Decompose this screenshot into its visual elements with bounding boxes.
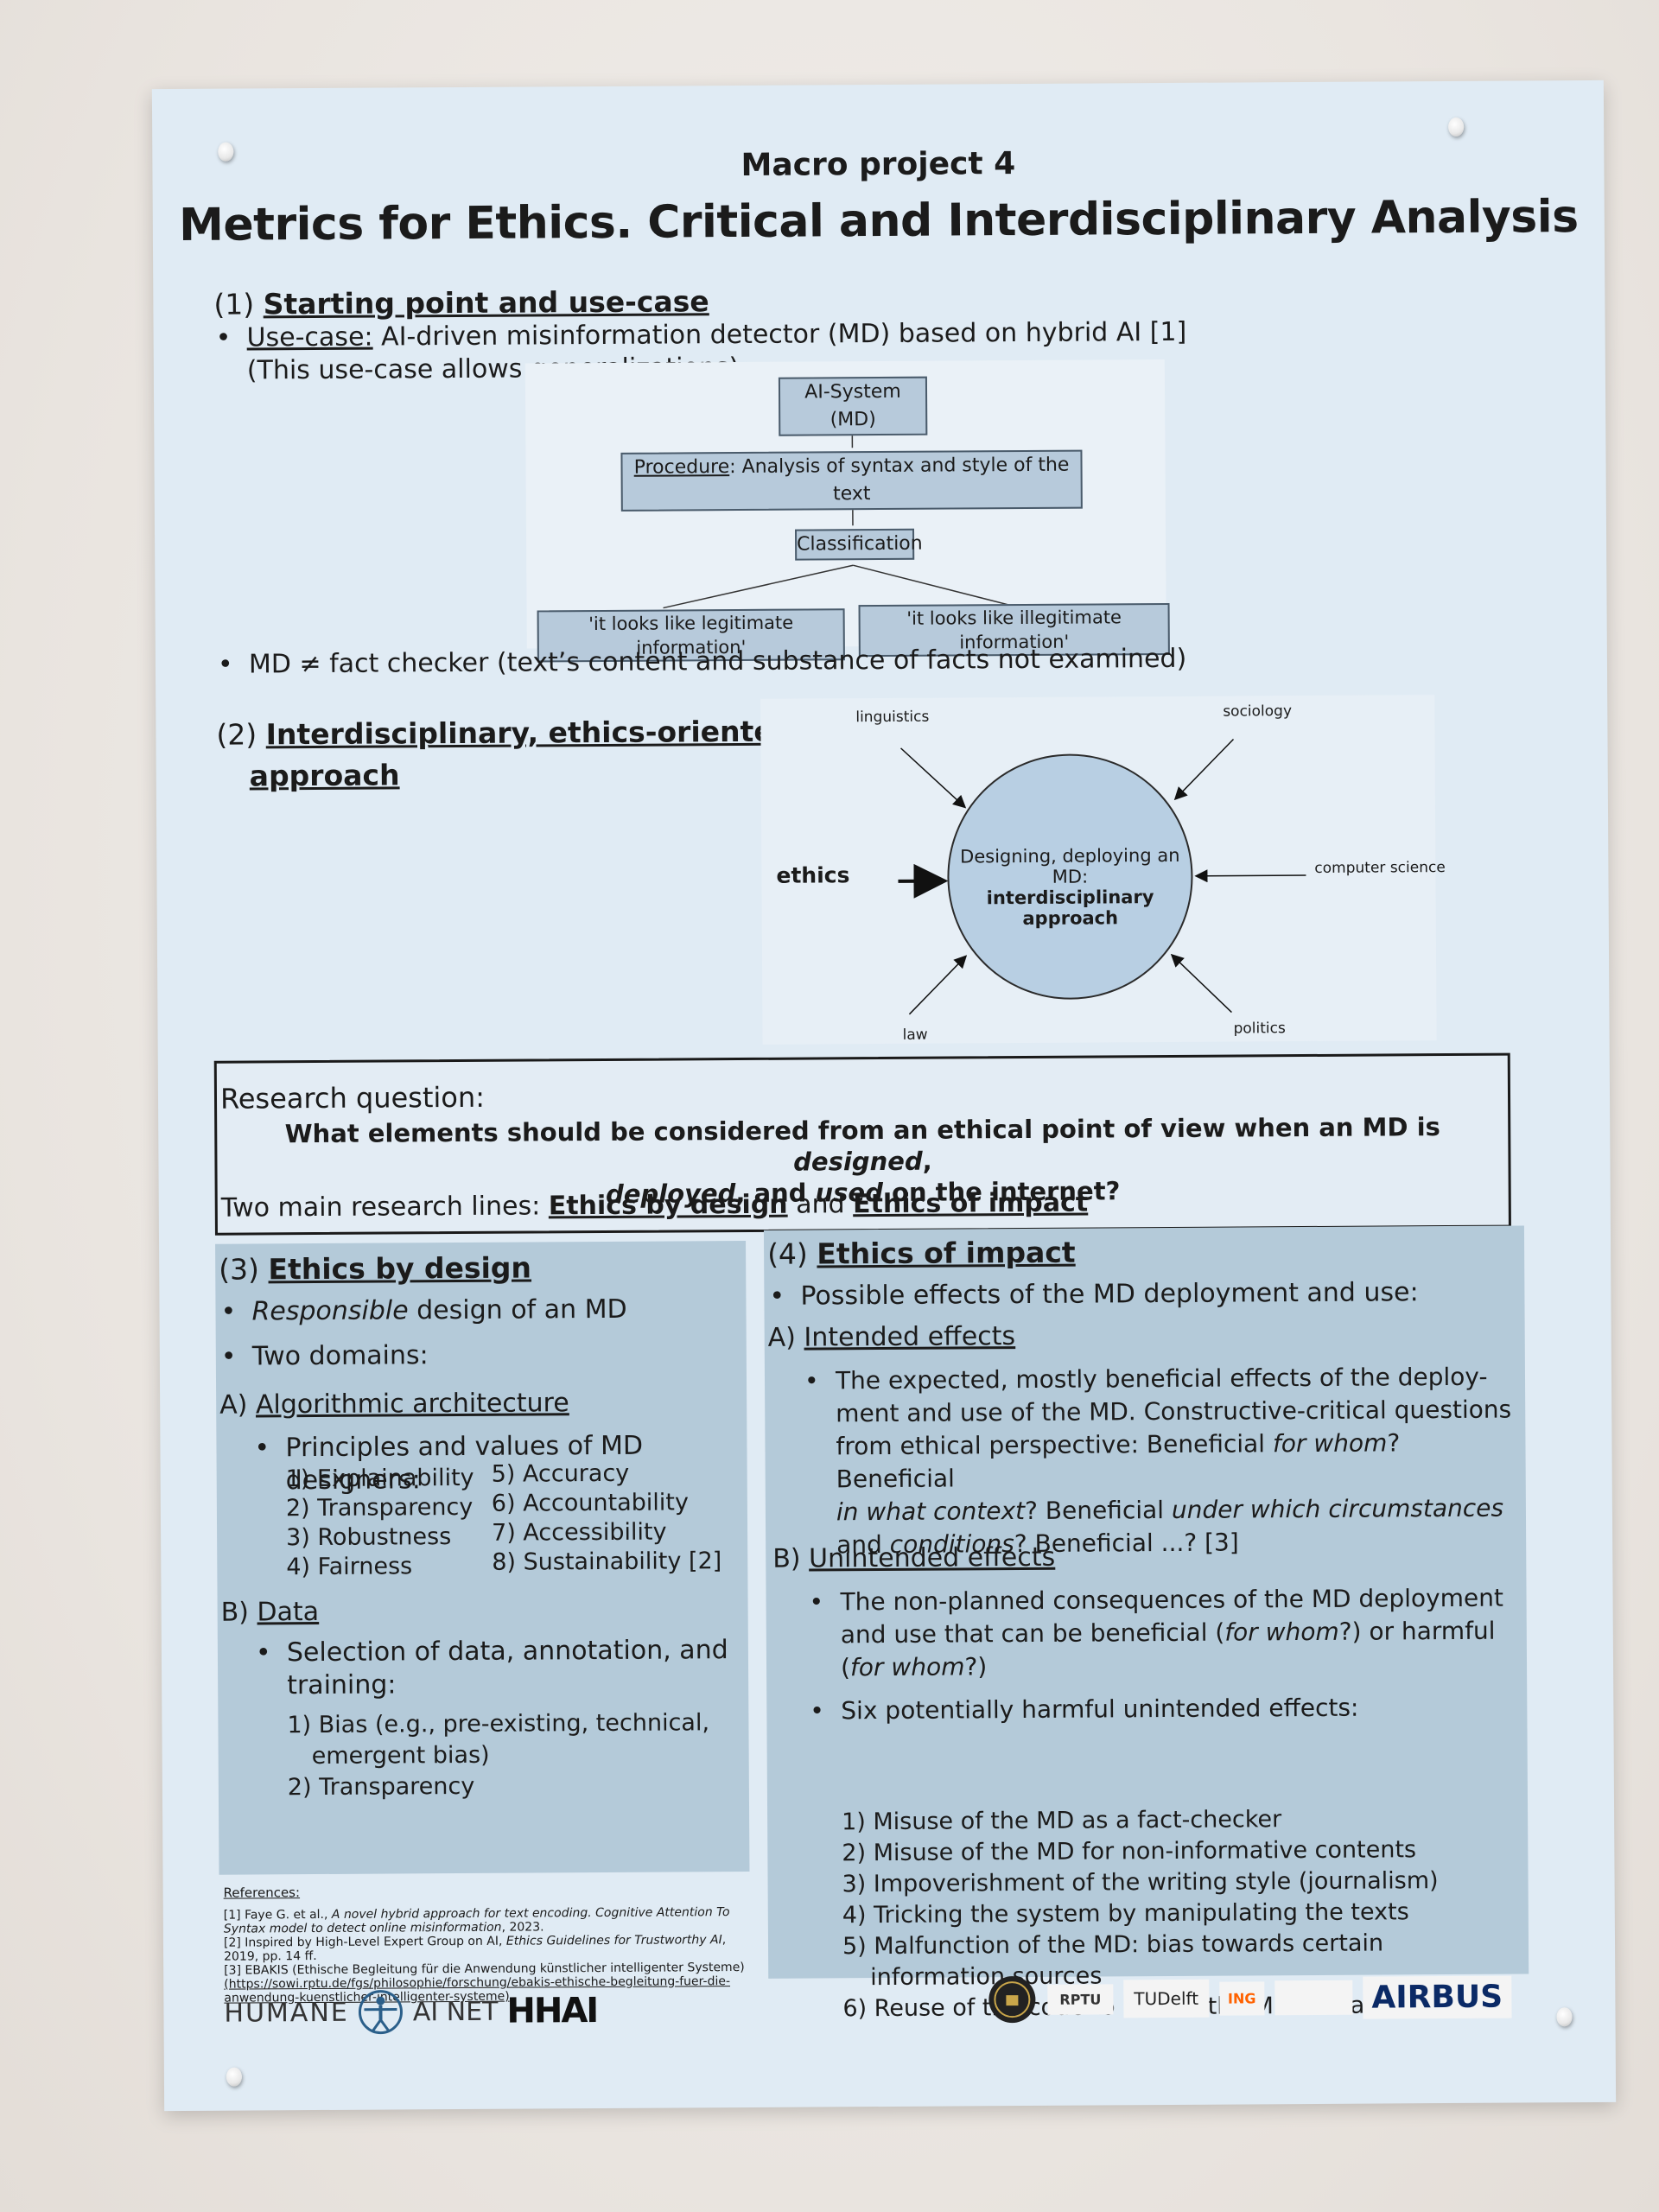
hhai-logo: HHAI xyxy=(506,1991,598,2031)
section4-intro-bullet: Possible effects of the MD deployment an… xyxy=(800,1276,1517,1313)
references: References: [1] Faye G. et al., A novel … xyxy=(224,1883,760,2005)
harmful-effect-item: 4) Tricking the system by manipulating t… xyxy=(842,1898,1409,1929)
harmful-effect-item: 5) Malfunction of the MD: bias towards c… xyxy=(842,1929,1384,1961)
unintended-effects-text: The non-planned consequences of the MD d… xyxy=(840,1581,1523,1727)
diagram-center-circle: Designing, deploying an MD: interdiscipl… xyxy=(946,753,1194,1001)
research-question-box: Research question: What elements should … xyxy=(213,1052,1511,1236)
harmful-effect-item: 3) Impoverishment of the writing style (… xyxy=(842,1867,1439,1898)
diagram-label-sociology: sociology xyxy=(1223,702,1293,721)
section4-b-heading: B) Unintended effects xyxy=(772,1541,1056,1574)
ainet-logo: AI NET xyxy=(412,1996,499,2027)
vitruvian-icon xyxy=(359,1990,404,2035)
humane-logo: HUMANE xyxy=(224,1997,349,2029)
diagram-center-line2: interdisciplinary approach xyxy=(986,887,1154,930)
poster: Macro project 4 Metrics for Ethics. Crit… xyxy=(151,79,1617,2112)
partner-logo xyxy=(1274,1980,1353,2016)
diagram-label-computer-science: computer science xyxy=(1314,859,1446,877)
diagram-arrows xyxy=(898,738,1306,1015)
research-question-label: Research question: xyxy=(219,1080,486,1116)
airbus-logo: AIRBUS xyxy=(1363,1975,1512,2019)
ethics-of-impact-panel: (4) Ethics of impact Possible effects of… xyxy=(763,1225,1529,2022)
section4-heading: (4) Ethics of impact xyxy=(766,1235,1076,1271)
diagram-label-law: law xyxy=(902,1026,928,1044)
pin-bottom-left xyxy=(226,2067,242,2087)
diagram-label-ethics: ethics xyxy=(776,862,850,888)
ing-logo: ING xyxy=(1218,1980,1265,2016)
principles-col2: 5) Accuracy 6) Accountability 7) Accessi… xyxy=(491,1459,722,1576)
rptu-logo: RPTU xyxy=(1047,1983,1114,2015)
research-lines: Two main research lines: Ethics by desig… xyxy=(220,1187,1089,1224)
ethics-by-design-panel: (3) Ethics by design Responsible design … xyxy=(215,1240,750,1875)
pin-bottom-right xyxy=(1556,2007,1573,2027)
section3-heading: (3) Ethics by design xyxy=(219,1250,532,1287)
principles-col1: 1) Explainability 2) Transparency 3) Rob… xyxy=(285,1464,474,1581)
data-bullet: Selection of data, annotation, andtraini… xyxy=(287,1634,736,1702)
section3-a-heading: A) Algorithmic architecture xyxy=(219,1388,569,1421)
tudelft-logo: TUDelft xyxy=(1123,1979,1210,2018)
data-items: 1) Bias (e.g., pre-existing, technical, … xyxy=(287,1709,710,1802)
logo-group-left: HUMANE AI NET HHAI xyxy=(224,1987,597,2037)
university-seal-icon xyxy=(988,1976,1036,2024)
diagram-label-linguistics: linguistics xyxy=(855,708,930,727)
harmful-effect-item: 1) Misuse of the MD as a fact-checker xyxy=(842,1806,1282,1836)
harmful-effect-item: 2) Misuse of the MD for non-informative … xyxy=(842,1836,1417,1867)
section3-b-heading: B) Data xyxy=(220,1597,320,1628)
reference-2: [2] Inspired by High-Level Expert Group … xyxy=(223,1933,727,1964)
diagram-center-line1: Designing, deploying an MD: xyxy=(960,844,1180,887)
section4-a-heading: A) Intended effects xyxy=(767,1321,1016,1353)
intended-effects-text: The expected, mostly beneficial effects … xyxy=(836,1361,1519,1562)
diagram-label-politics: politics xyxy=(1233,1020,1286,1038)
logo-group-right: RPTU TUDelft ING AIRBUS xyxy=(987,1972,1512,2025)
section3-bullets: Responsible design of an MD Two domains: xyxy=(251,1293,736,1373)
reference-1: [1] Faye G. et al., A novel hybrid appro… xyxy=(223,1905,730,1936)
